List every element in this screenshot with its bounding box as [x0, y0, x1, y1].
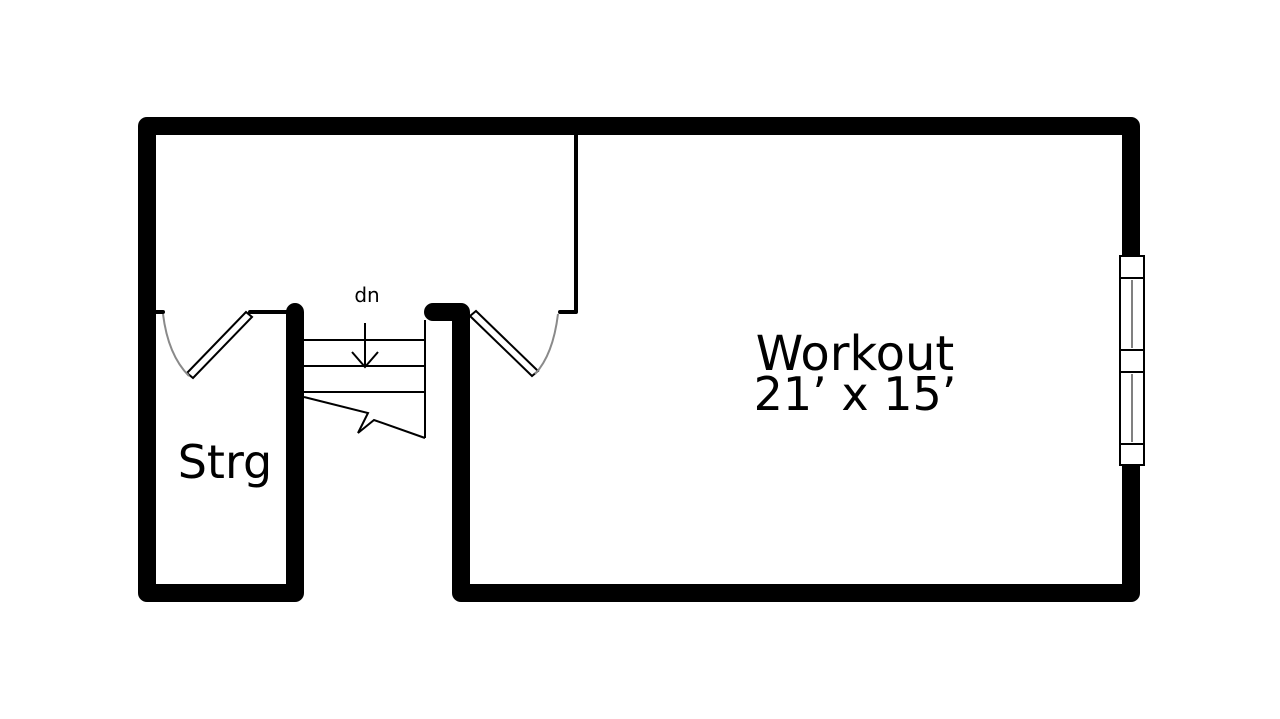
exterior-wall-right-bottom [424, 303, 1140, 602]
stair-break-line [303, 396, 426, 439]
interior-partition-wall [558, 132, 578, 314]
storage-door [162, 310, 254, 380]
storage-door-leaf [185, 310, 254, 380]
workout-door-swing-arc [534, 313, 559, 375]
room-name-storage: Strg [178, 435, 273, 489]
room-name-workout: Workout [756, 326, 954, 382]
workout-door [468, 309, 559, 378]
stairs [303, 320, 426, 439]
storage-wall [138, 301, 304, 602]
walls [138, 117, 1140, 602]
storage-door-swing-arc [162, 313, 190, 377]
window [1119, 255, 1145, 466]
exterior-wall-top-left-right [138, 117, 1140, 319]
stair-direction-label: dn [354, 283, 379, 307]
room-dimensions-workout: 21’ x 15’ [754, 367, 957, 421]
workout-door-leaf [468, 309, 540, 378]
stair-arrow-head [351, 351, 379, 369]
